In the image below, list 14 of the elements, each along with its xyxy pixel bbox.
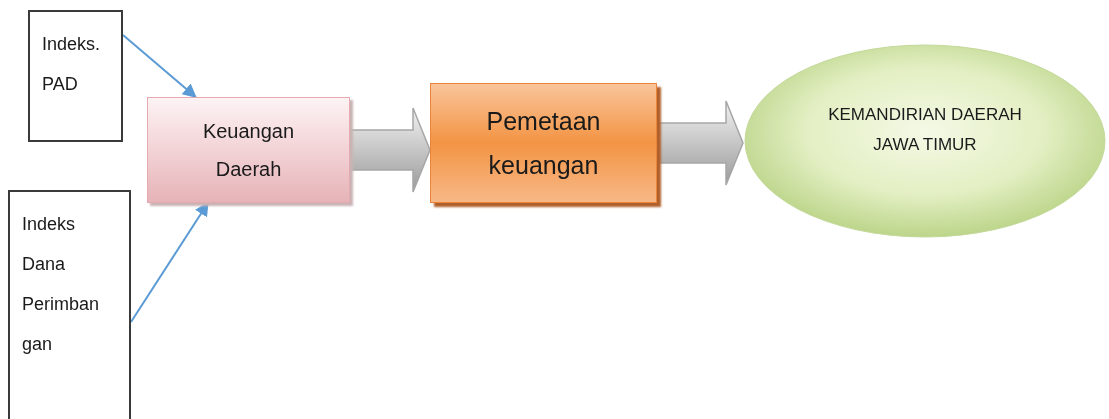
arrow — [122, 34, 197, 98]
node-label: Indeks Dana Perimban gan — [22, 213, 101, 356]
process-box — [430, 83, 657, 203]
text-box — [8, 190, 131, 419]
block-arrow — [656, 100, 744, 186]
node-label: Indeks. PAD — [42, 33, 102, 96]
node-label: KEMANDIRIAN DAERAH JAWA TIMUR — [827, 104, 1023, 156]
text-box — [28, 10, 123, 142]
block-arrow — [349, 107, 431, 193]
node-label: Keuangan Daerah — [201, 119, 296, 182]
node-label: Pemetaan keuangan — [485, 106, 602, 181]
outcome-ellipse — [743, 42, 1107, 240]
process-box — [147, 97, 350, 203]
arrow — [130, 201, 209, 323]
